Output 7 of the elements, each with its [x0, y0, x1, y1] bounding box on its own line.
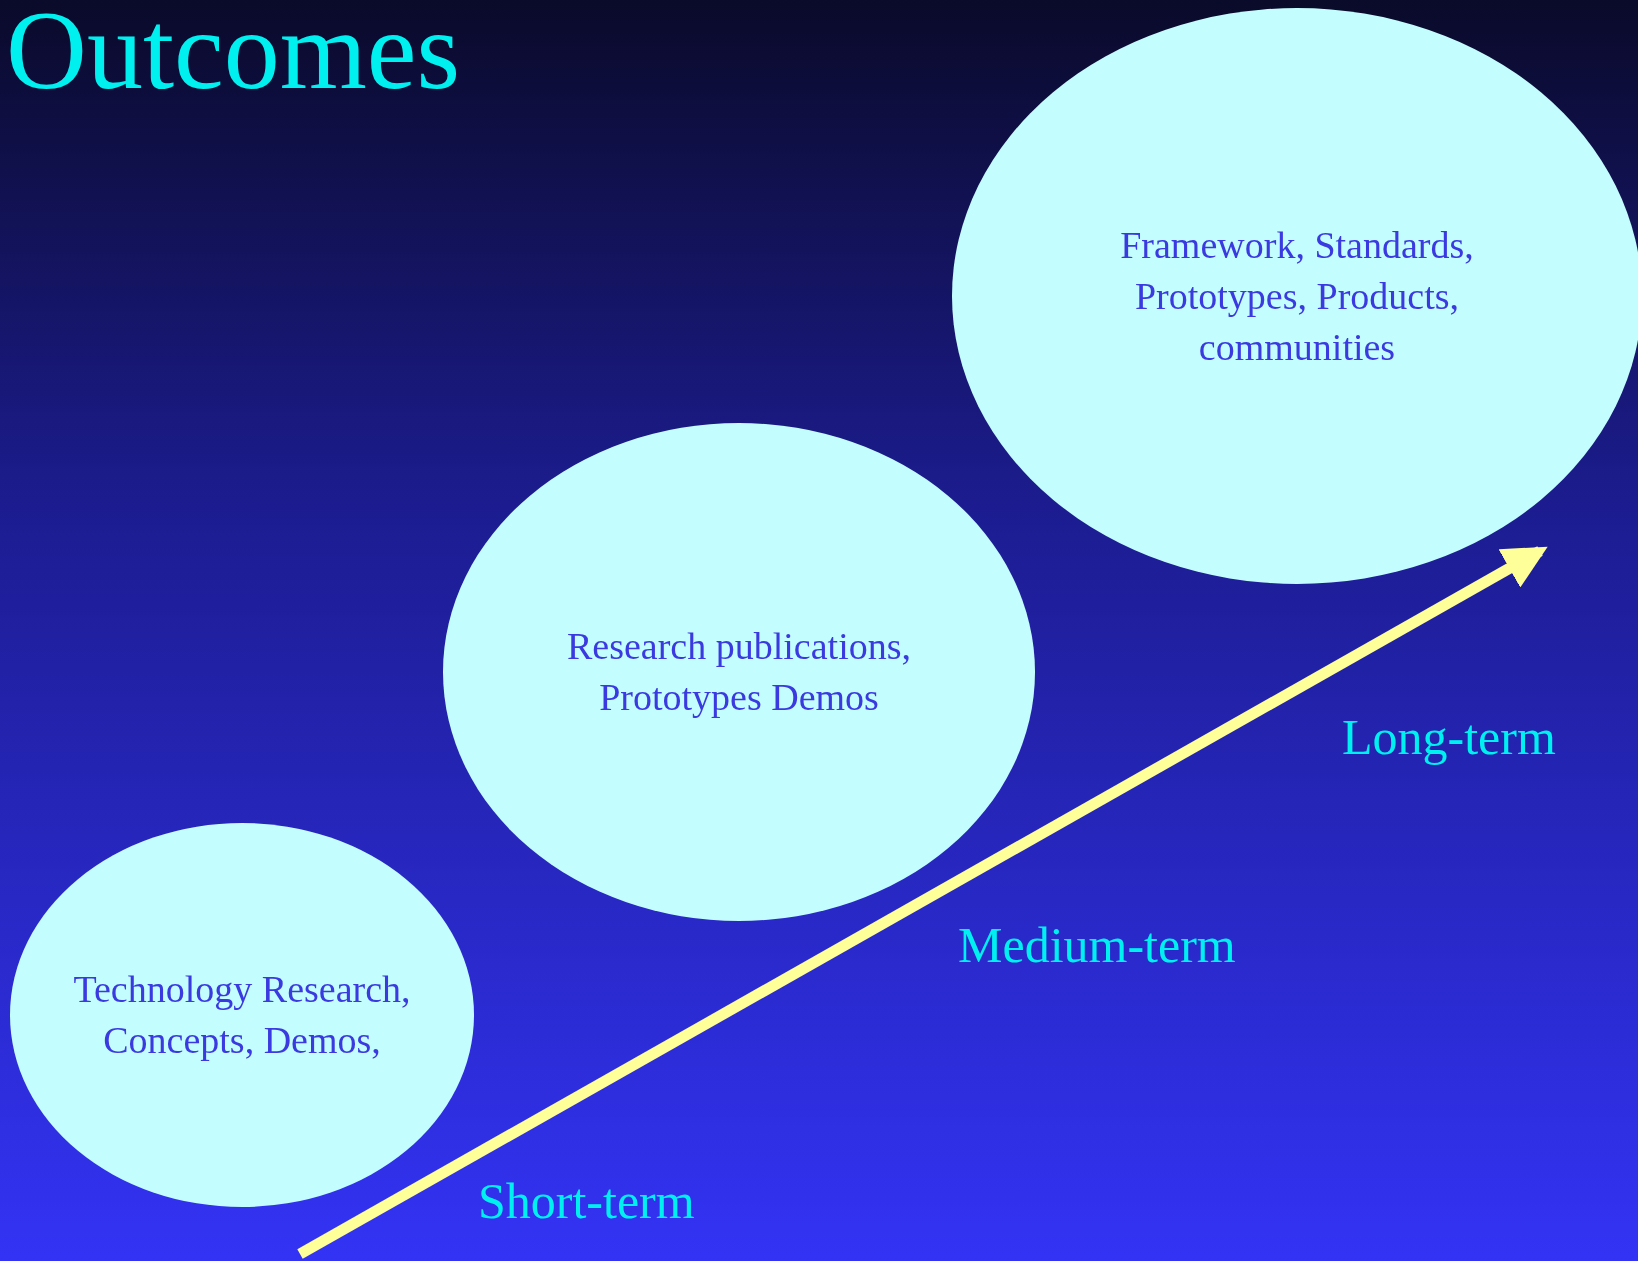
term-label: Long-term: [1342, 708, 1556, 766]
ellipse-text: Research publications, Prototypes Demos: [566, 624, 912, 720]
ellipse-text: Technology Research, Concepts, Demos,: [72, 967, 412, 1063]
slide-title: Outcomes: [6, 0, 461, 114]
ellipse-text: Framework, Standards, Prototypes, Products, communities: [1119, 222, 1475, 370]
term-label: Medium-term: [958, 916, 1236, 974]
term-label: Short-term: [478, 1172, 695, 1230]
